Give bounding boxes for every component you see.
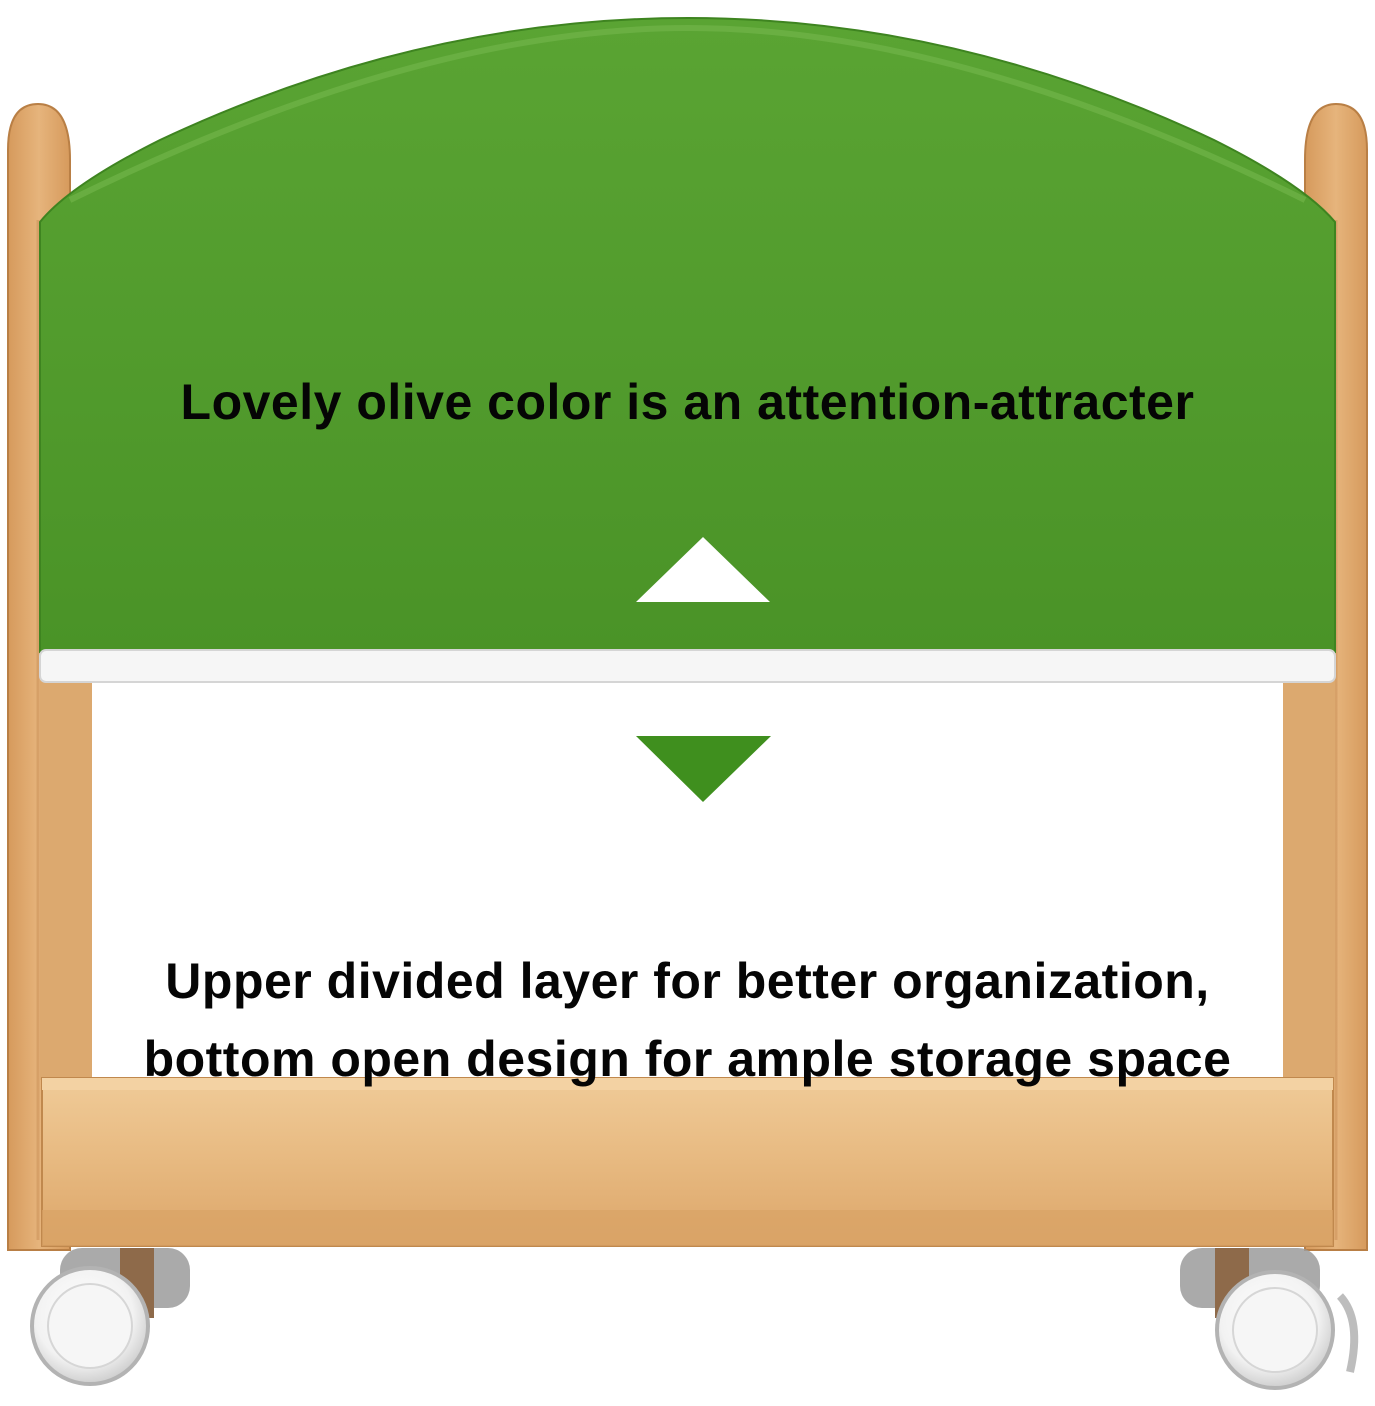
white-rail [39,649,1336,683]
arrow-up-icon [636,537,770,602]
bottom-board [41,1077,1334,1247]
green-panel [39,16,1336,653]
right-inner-post [1283,680,1335,1080]
caption-bottom: Upper divided layer for better organizat… [0,942,1375,1098]
caption-bottom-line-2: bottom open design for ample storage spa… [143,1031,1232,1087]
caption-bottom-line-1: Upper divided layer for better organizat… [165,953,1210,1009]
caption-top: Lovely olive color is an attention-attra… [180,374,1195,430]
left-inner-post [40,680,92,1080]
right-caster [1180,1248,1359,1390]
arrow-down-icon [636,736,771,802]
left-caster [30,1248,190,1386]
